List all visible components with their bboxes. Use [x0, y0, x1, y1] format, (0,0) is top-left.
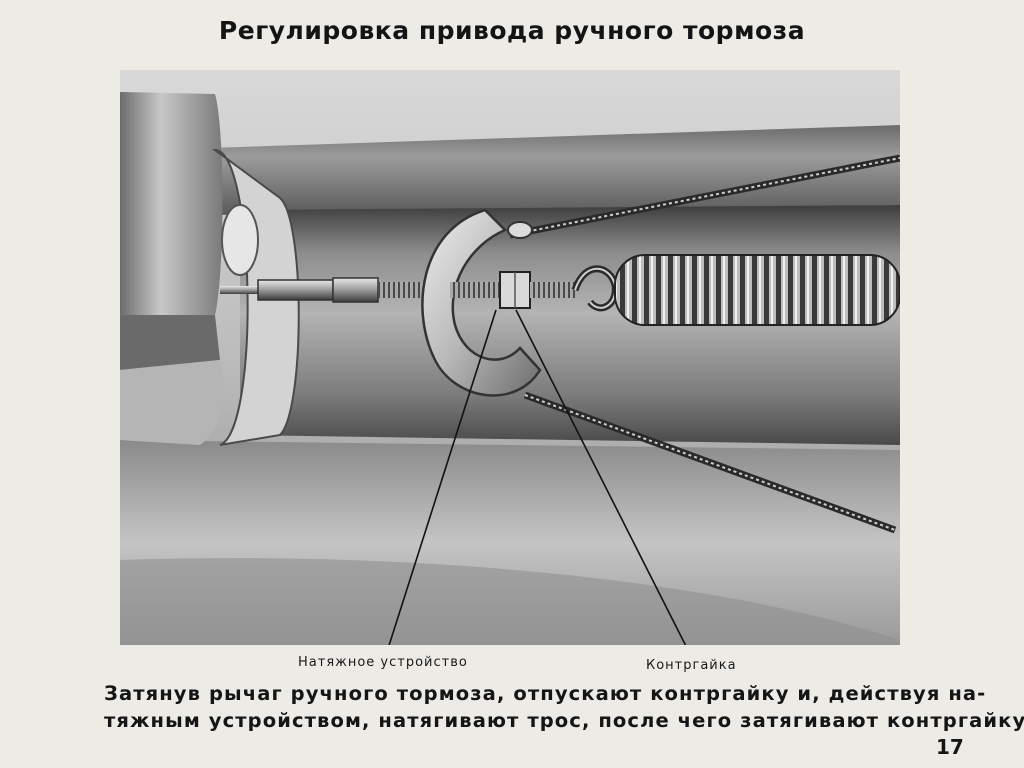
page-number: 17 [936, 735, 964, 759]
left-bracket [120, 92, 223, 315]
label-tension-device: Натяжное устройство [298, 655, 468, 670]
brake-drive-illustration [120, 70, 900, 645]
callout-line-tension-device [388, 309, 497, 645]
lower-cable [523, 391, 897, 534]
caption-line-1: Затянув рычаг ручного тормоза, отпускают… [104, 682, 987, 705]
label-lock-nut: Контргайка [646, 658, 737, 673]
cable-sleeve [257, 279, 334, 301]
return-spring [614, 254, 900, 326]
illustration-svg [120, 70, 900, 645]
caption-line-2: тяжным устройством, натягивают трос, пос… [104, 709, 1024, 732]
caption-text: Затянув рычаг ручного тормоза, отпускают… [104, 680, 1024, 734]
callout-line-lock-nut [515, 309, 687, 645]
threaded-rod [378, 282, 423, 298]
page-title: Регулировка привода ручного тормоза [218, 16, 806, 45]
